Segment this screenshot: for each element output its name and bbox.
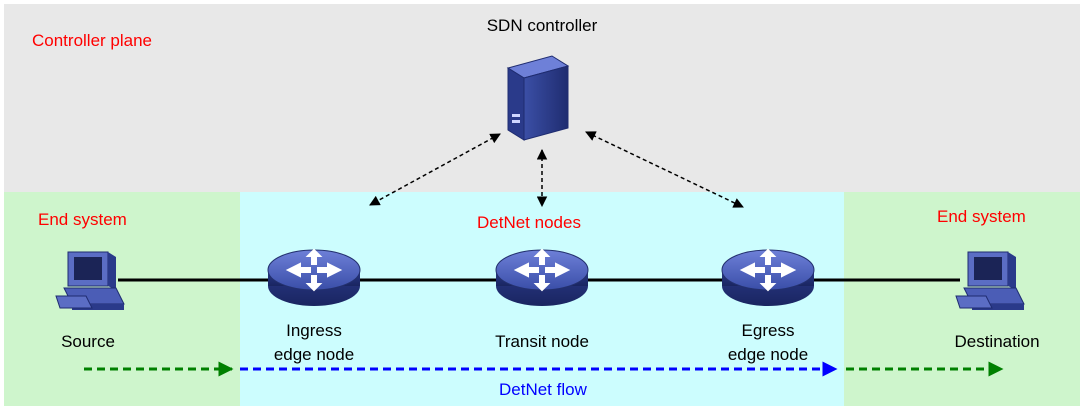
egress-label-line1: Egress — [741, 321, 795, 340]
ingress-label-line2: edge node — [273, 345, 355, 364]
control-arrow-ingress — [369, 133, 501, 206]
end-system-right-label: End system — [937, 207, 1026, 226]
router-icon-egress — [721, 249, 815, 307]
detnet-nodes-label: DetNet nodes — [477, 213, 581, 232]
transit-label: Transit node — [495, 332, 589, 351]
server-icon — [506, 55, 570, 141]
sdn-controller-label: SDN controller — [486, 16, 598, 35]
router-icon-ingress — [267, 249, 361, 307]
workstation-icon-source — [55, 251, 125, 311]
control-arrow-egress — [585, 131, 744, 208]
end-system-left-label: End system — [38, 210, 127, 229]
source-label: Source — [61, 332, 115, 351]
workstation-icon-destination — [955, 251, 1025, 311]
controller-plane-label: Controller plane — [32, 31, 153, 50]
detnet-flow-label: DetNet flow — [499, 380, 587, 399]
destination-label: Destination — [954, 332, 1040, 351]
ingress-label-line1: Ingress — [286, 321, 342, 340]
router-icon-transit — [495, 249, 589, 307]
egress-label-line2: edge node — [727, 345, 809, 364]
